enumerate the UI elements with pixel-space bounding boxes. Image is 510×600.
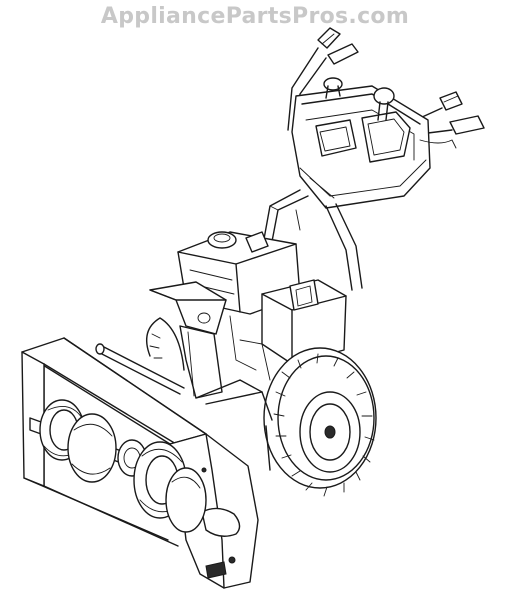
drive-rod xyxy=(95,343,185,395)
control-cables xyxy=(295,139,457,231)
frame-body xyxy=(195,315,273,471)
discharge-chute xyxy=(149,281,227,399)
auger xyxy=(29,399,207,533)
watermark-text: AppliancePartsPros.com xyxy=(100,4,410,29)
chute-crank-knob xyxy=(323,77,343,99)
engine-shroud xyxy=(261,279,347,365)
wheel xyxy=(263,347,377,497)
right-handle-grip xyxy=(439,91,485,135)
left-wheel xyxy=(146,317,185,371)
left-handle-grip xyxy=(317,27,359,65)
lower-handle-tubes xyxy=(261,189,363,291)
control-panel xyxy=(291,85,431,209)
speed-shift-lever xyxy=(373,87,395,121)
